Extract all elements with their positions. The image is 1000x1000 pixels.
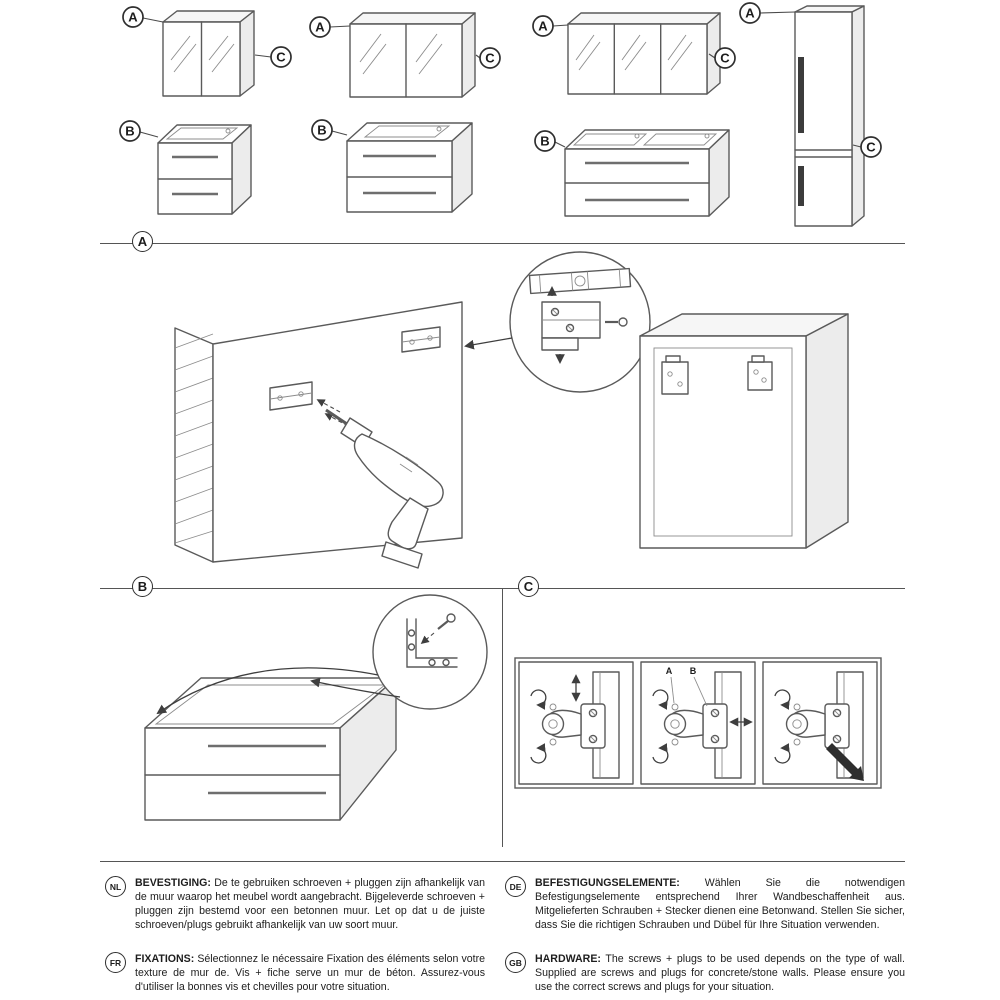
callout-b-badge: B [311, 119, 333, 141]
hinge-panel-vertical-adjust [518, 661, 634, 785]
section-a-badge: A [132, 231, 153, 252]
wall-bracket-1 [269, 381, 313, 411]
mirror-cabinet-2-door-wide [349, 12, 476, 98]
callout-a-badge: A [122, 6, 144, 28]
lang-badge-fr: FR [105, 952, 126, 973]
hinge-panel-lateral-adjust: A B [640, 661, 756, 785]
svg-text:A: A [745, 6, 755, 21]
callout-a-badge: A [532, 15, 554, 37]
svg-text:B: B [540, 134, 549, 149]
callout-b-badge: B [119, 120, 141, 142]
svg-text:A: A [315, 20, 325, 35]
hinge-panel-depth-adjust [762, 661, 878, 785]
note-fr-title: FIXATIONS: [135, 953, 195, 965]
section-b-corner-bracket [144, 594, 488, 821]
lang-badge-de: DE [505, 876, 526, 897]
callout-c-badge: C [714, 47, 736, 69]
product-set-3: A C B [532, 12, 736, 217]
section-bc-separator [502, 588, 503, 847]
note-de: DE BEFESTIGUNGSELEMENTE: Wählen Sie die … [505, 876, 905, 932]
section-c-badge: C [518, 576, 539, 597]
callout-b-badge: B [534, 130, 556, 152]
svg-text:C: C [866, 140, 876, 155]
lang-badge-gb: GB [505, 952, 526, 973]
vanity-unit-2 [346, 122, 473, 213]
product-set-1: A C B [119, 6, 292, 215]
hinge-label-a: A [666, 666, 673, 676]
detail-corner-bracket-callout [372, 594, 488, 710]
note-fr: FR FIXATIONS: Sélectionnez le nécessaire… [105, 952, 485, 994]
lang-badge-nl: NL [105, 876, 126, 897]
wall [174, 301, 463, 563]
svg-text:C: C [720, 51, 730, 66]
mirror-cabinet-2-door [162, 10, 255, 97]
section-a-wall-mounting [174, 251, 849, 569]
note-gb-title: HARDWARE: [535, 953, 601, 965]
svg-text:B: B [125, 124, 134, 139]
callout-a-badge: A [309, 16, 331, 38]
note-gb-text: HARDWARE: The screws + plugs to be used … [535, 953, 905, 993]
svg-text:C: C [276, 50, 286, 65]
note-nl: NL BEVESTIGING: De te gebruiken schroeve… [105, 876, 485, 932]
adjustable-bracket-icon [541, 286, 628, 364]
callout-c-badge: C [860, 136, 882, 158]
wall-bracket-2 [401, 326, 441, 353]
svg-text:B: B [317, 123, 326, 138]
callout-c-badge: C [270, 46, 292, 68]
section-a-divider [100, 243, 905, 244]
note-de-title: BEFESTIGUNGSELEMENTE: [535, 877, 680, 889]
vanity-unit-double [564, 129, 730, 217]
svg-text:C: C [485, 51, 495, 66]
corner-bracket-icon [406, 613, 458, 668]
product-set-2: A C B [309, 12, 501, 213]
depth-adjust-arrow [826, 743, 864, 781]
cabinet-rear-view [639, 313, 849, 549]
products-overview: A C B [119, 2, 882, 227]
svg-text:A: A [538, 19, 548, 34]
note-de-text: BEFESTIGUNGSELEMENTE: Wählen Sie die not… [535, 877, 905, 931]
callout-a-badge: A [739, 2, 761, 24]
note-nl-text: BEVESTIGING: De te gebruiken schroeven +… [135, 877, 485, 931]
drill-icon [325, 408, 444, 569]
vanity-unit-1 [157, 124, 252, 215]
callout-c-badge: C [479, 47, 501, 69]
vanity-cabinet-open-top [144, 677, 397, 821]
door-handle-groove [798, 166, 804, 206]
svg-text:A: A [128, 10, 138, 25]
detail-bracket-callout [509, 251, 651, 393]
note-fr-text: FIXATIONS: Sélectionnez le nécessaire Fi… [135, 953, 485, 993]
hinge-label-b: B [690, 666, 697, 676]
tall-side-cabinet: A C [739, 2, 882, 227]
section-b-badge: B [132, 576, 153, 597]
mirror-cabinet-3-door [567, 12, 721, 95]
hanging-bracket-left [661, 355, 689, 395]
door-handle-groove [798, 57, 804, 133]
note-nl-title: BEVESTIGING: [135, 877, 211, 889]
section-c-hinge-adjustment: A B [514, 657, 882, 789]
notes-divider [100, 861, 905, 862]
note-gb: GB HARDWARE: The screws + plugs to be us… [505, 952, 905, 994]
hanging-bracket-right [747, 355, 773, 391]
